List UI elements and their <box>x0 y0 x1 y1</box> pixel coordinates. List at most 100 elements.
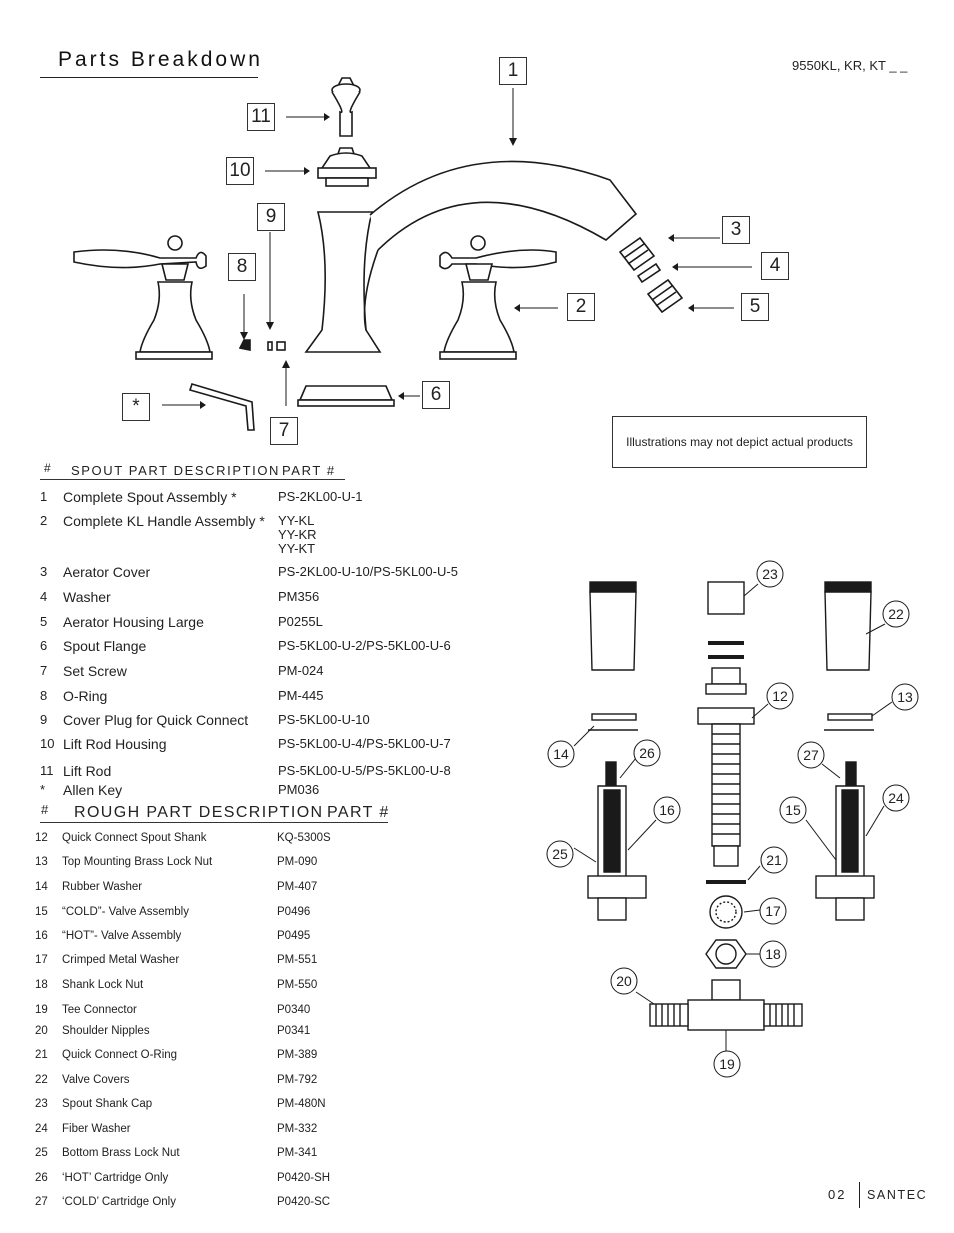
callout-circle-27 <box>797 741 825 769</box>
valve-cover-left-illustration <box>589 581 637 671</box>
callout-circle-15 <box>779 796 807 824</box>
cold-valve-assembly-illustration <box>815 761 875 921</box>
callout-circle-24 <box>882 784 910 812</box>
row-description: Lift Rod <box>63 763 112 779</box>
row-part-number: P0255L <box>278 615 323 629</box>
row-part-number: PM-407 <box>277 881 318 893</box>
row-description: Shoulder Nipples <box>62 1025 150 1037</box>
callout-6: 6 <box>422 381 450 409</box>
row-part-number: PM-332 <box>277 1123 318 1135</box>
callout-arrows <box>162 88 752 406</box>
row-part-number: PM-445 <box>278 689 324 703</box>
row-description: Tee Connector <box>62 1004 137 1016</box>
row-description: Valve Covers <box>62 1074 130 1086</box>
callout-number-19: 19 <box>719 1056 735 1072</box>
row-description: Fiber Washer <box>62 1123 131 1135</box>
small-parts-illustration <box>238 339 286 351</box>
row-number: 4 <box>40 589 48 604</box>
part-number-line: PM-445 <box>278 688 324 703</box>
row-number: 23 <box>35 1098 48 1110</box>
row-number: 10 <box>40 736 55 751</box>
callout-circle-25 <box>546 840 574 868</box>
row-part-number: PM-550 <box>277 979 318 991</box>
callout-circle-17 <box>759 897 787 925</box>
row-number: 24 <box>35 1123 48 1135</box>
row-part-number: PM-341 <box>277 1147 318 1159</box>
row-part-number: PS-2KL00-U-1 <box>278 490 363 504</box>
row-number: 2 <box>40 513 48 528</box>
row-number: 8 <box>40 688 48 703</box>
row-description: “HOT”- Valve Assembly <box>62 930 182 942</box>
model-number: 9550KL, KR, KT _ _ <box>792 58 908 73</box>
crimped-washer-illustration <box>709 895 743 929</box>
rough-header-rule <box>40 822 388 823</box>
row-description: Complete KL Handle Assembly * <box>63 513 265 529</box>
callout-number-26: 26 <box>639 745 655 761</box>
row-description: Top Mounting Brass Lock Nut <box>62 856 213 868</box>
row-description: Crimped Metal Washer <box>62 954 180 966</box>
hot-valve-assembly-illustration <box>587 761 647 921</box>
spout-description-header: SPOUT PART DESCRIPTION <box>71 463 281 478</box>
callout-circle-18 <box>759 940 787 968</box>
row-part-number: P0495 <box>277 930 311 942</box>
callout-circle-12 <box>766 682 794 710</box>
rough-part-header: PART # <box>327 804 390 821</box>
callout-circle-20 <box>610 967 638 995</box>
spout-shank-cap-illustration <box>707 581 745 615</box>
row-part-number: PM-090 <box>277 856 318 868</box>
top-lock-nut-right <box>824 713 874 731</box>
part-number-line: P0255L <box>278 614 323 629</box>
rough-description-header: ROUGH PART DESCRIPTION <box>74 804 324 821</box>
callout-1: 1 <box>499 57 527 85</box>
row-part-number: P0420-SH <box>277 1172 331 1184</box>
callout-number-23: 23 <box>762 566 778 582</box>
row-part-number: PS-2KL00-U-10/PS-5KL00-U-5 <box>278 565 458 579</box>
row-number: 16 <box>35 930 48 942</box>
row-description: Complete Spout Assembly * <box>63 489 237 505</box>
row-number: 5 <box>40 614 48 629</box>
part-number-line: PM036 <box>278 782 320 797</box>
callout-3: 3 <box>722 216 750 244</box>
row-description: Lift Rod Housing <box>63 736 167 752</box>
aerator-parts-illustration <box>618 236 684 314</box>
callout-number-22: 22 <box>888 606 904 622</box>
title-underline <box>40 77 258 78</box>
callout-number-13: 13 <box>897 689 913 705</box>
callout-circle-16 <box>653 796 681 824</box>
callout-number-18: 18 <box>765 946 781 962</box>
row-number: 6 <box>40 638 48 653</box>
row-number: 18 <box>35 979 48 991</box>
row-part-number: P0496 <box>277 906 311 918</box>
part-number-line: YY-KT <box>278 541 316 556</box>
spout-exploded-diagram <box>73 77 752 431</box>
row-number: 15 <box>35 906 48 918</box>
top-lock-nut-left <box>588 713 638 731</box>
callout-number-25: 25 <box>552 846 568 862</box>
row-part-number: PM-024 <box>278 664 324 678</box>
row-description: Bottom Brass Lock Nut <box>62 1147 180 1159</box>
row-number: 21 <box>35 1049 48 1061</box>
brand-name: SANTEC <box>867 1188 928 1202</box>
rough-table-hash: # <box>41 802 49 817</box>
callout-number-15: 15 <box>785 802 801 818</box>
quick-connect-o-rings <box>706 641 746 884</box>
arrow-heads <box>200 113 694 409</box>
shank-lock-nut-illustration <box>705 939 747 969</box>
row-part-number: PS-5KL00-U-4/PS-5KL00-U-7 <box>278 737 451 751</box>
row-number: 3 <box>40 564 48 579</box>
row-description: Spout Shank Cap <box>62 1098 153 1110</box>
part-number-line: PS-5KL00-U-4/PS-5KL00-U-7 <box>278 736 451 751</box>
lift-rod-housing-illustration <box>317 147 377 187</box>
part-number-line: PS-5KL00-U-2/PS-5KL00-U-6 <box>278 638 451 653</box>
row-number: 25 <box>35 1147 48 1159</box>
row-part-number: P0420-SC <box>277 1196 331 1208</box>
illustration-disclaimer: Illustrations may not depict actual prod… <box>612 416 867 468</box>
row-number: 27 <box>35 1196 48 1208</box>
callout-5: 5 <box>741 293 769 321</box>
callout-number-24: 24 <box>888 790 904 806</box>
callout-number-21: 21 <box>766 852 782 868</box>
row-number: 26 <box>35 1172 48 1184</box>
row-description: ‘COLD’ Cartridge Only <box>62 1196 176 1208</box>
